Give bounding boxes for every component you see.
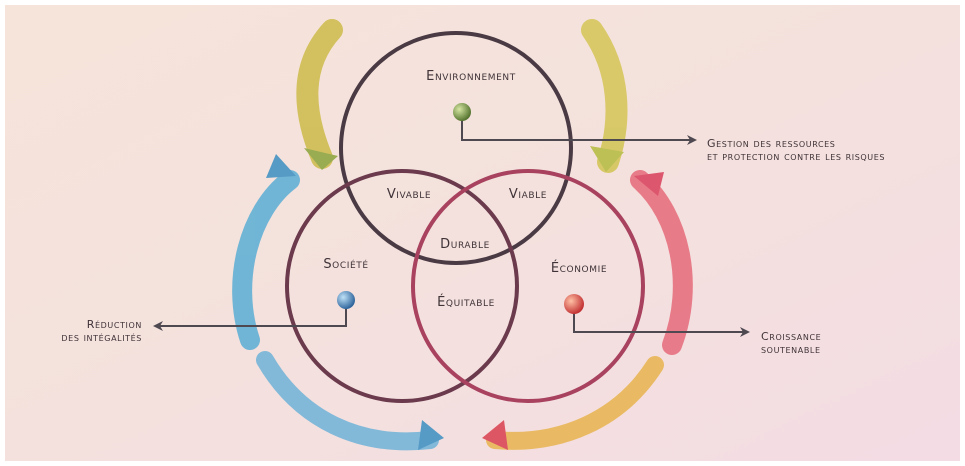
economy-outcome-arrow: [573, 310, 750, 337]
economy-outcome: Croissance soutenable: [761, 330, 822, 356]
environment-outcome: Gestion des ressources et protection con…: [707, 137, 886, 163]
society-dot: [337, 291, 355, 309]
cycle-arrow-left: [232, 170, 300, 350]
economy-label: Économie: [550, 261, 608, 276]
cycle-arrow-bottom-right: [486, 356, 664, 450]
environment-outcome-arrow: [461, 118, 697, 145]
society-circle: [285, 169, 519, 403]
equitable-label: Équitable: [437, 295, 495, 310]
cycle-arrow-top-left: [296, 19, 343, 169]
cycle-arrow-bottom-left: [256, 351, 439, 451]
society-label: Société: [323, 257, 369, 272]
environment-circle: [339, 31, 573, 265]
vivable-label: Vivable: [386, 187, 432, 202]
cycle-arrow-right: [630, 170, 693, 355]
society-outcome-arrow: [153, 306, 347, 331]
environment-dot: [453, 103, 471, 121]
viable-label: Viable: [508, 187, 548, 202]
society-outcome: Réduction des intégalités: [61, 318, 142, 344]
environment-label: Environnement: [426, 69, 516, 84]
economy-dot: [564, 294, 584, 314]
economy-circle: [411, 169, 645, 403]
durable-label: Durable: [440, 237, 490, 252]
cycle-arrow-top-right: [581, 19, 628, 173]
